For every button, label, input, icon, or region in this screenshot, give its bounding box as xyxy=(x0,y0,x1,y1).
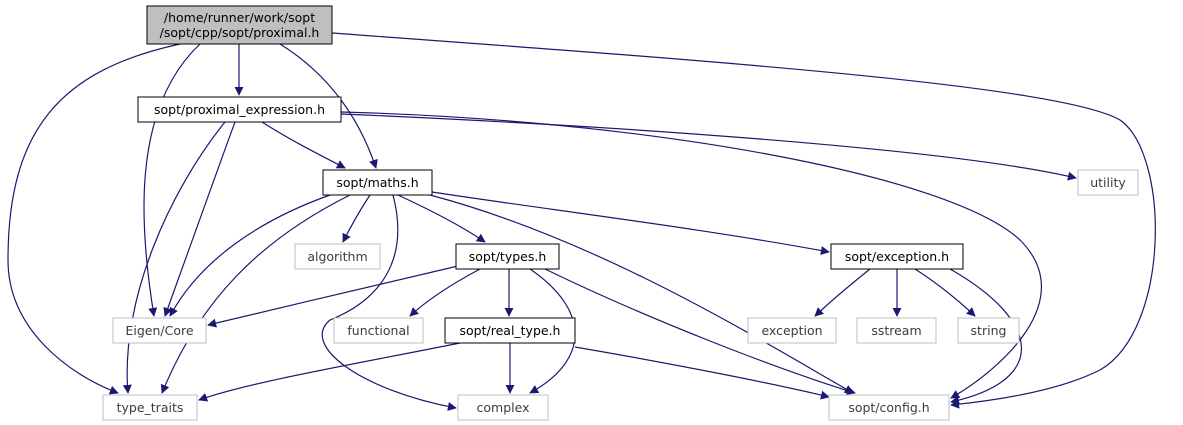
node-exception-std: exception xyxy=(747,317,837,344)
node-label: /home/runner/work/sopt xyxy=(164,10,315,25)
edge-maths-to-config xyxy=(429,194,854,394)
edge-types-to-eigen-core xyxy=(207,265,459,328)
edge-proximal-expression-to-maths xyxy=(261,121,346,169)
node-label: sopt/exception.h xyxy=(845,249,949,264)
node-box xyxy=(747,317,837,344)
node-box xyxy=(294,243,381,270)
node-label: /sopt/cpp/sopt/proximal.h xyxy=(160,25,320,40)
node-types[interactable]: sopt/types.h xyxy=(455,243,560,270)
node-label: sopt/config.h xyxy=(848,400,929,415)
node-type-traits: type_traits xyxy=(102,394,198,421)
node-complex: complex xyxy=(457,394,549,421)
edge-proximal-expression-to-eigen-core xyxy=(163,121,236,317)
node-box xyxy=(112,317,207,344)
edge-real-type-to-config xyxy=(574,346,830,400)
nodes-layer: /home/runner/work/sopt/sopt/cpp/sopt/pro… xyxy=(102,5,1139,421)
node-label: sopt/real_type.h xyxy=(460,323,561,338)
edges-layer xyxy=(7,32,1156,411)
node-sstream: sstream xyxy=(856,317,937,344)
edge-types-to-functional xyxy=(409,268,481,317)
node-box xyxy=(444,317,576,344)
node-box xyxy=(828,394,950,421)
node-box xyxy=(1077,169,1139,196)
node-functional: functional xyxy=(333,317,424,344)
edge-maths-to-eigen-core xyxy=(169,194,331,317)
edge-maths-to-type-traits xyxy=(160,194,351,394)
edge-maths-to-types xyxy=(397,194,486,243)
edge-exception-to-exception-std xyxy=(814,268,871,317)
node-algorithm: algorithm xyxy=(294,243,381,270)
node-box xyxy=(830,243,964,270)
node-real-type[interactable]: sopt/real_type.h xyxy=(444,317,576,344)
edge-exception-to-string xyxy=(914,268,976,317)
node-label: utility xyxy=(1090,175,1126,190)
node-root[interactable]: /home/runner/work/sopt/sopt/cpp/sopt/pro… xyxy=(146,5,333,45)
node-box xyxy=(146,5,333,45)
node-box xyxy=(102,394,198,421)
edge-real-type-to-type-traits xyxy=(198,342,461,402)
node-eigen-core: Eigen/Core xyxy=(112,317,207,344)
node-box xyxy=(957,317,1020,344)
node-box xyxy=(333,317,424,344)
edge-types-to-config xyxy=(544,268,856,395)
node-utility: utility xyxy=(1077,169,1139,196)
node-label: type_traits xyxy=(117,400,184,415)
node-box xyxy=(455,243,560,270)
node-box xyxy=(322,169,433,196)
node-label: exception xyxy=(761,323,822,338)
node-config: sopt/config.h xyxy=(828,394,950,421)
node-label: sopt/maths.h xyxy=(336,175,418,190)
edge-root-to-eigen-core xyxy=(143,43,201,317)
node-box xyxy=(457,394,549,421)
node-label: algorithm xyxy=(307,249,367,264)
node-label: string xyxy=(971,323,1007,338)
edge-root-to-config xyxy=(331,32,1156,409)
node-label: complex xyxy=(477,400,530,415)
node-label: sstream xyxy=(871,323,921,338)
node-label: sopt/types.h xyxy=(469,249,547,264)
node-proximal-expression[interactable]: sopt/proximal_expression.h xyxy=(137,96,342,123)
node-maths[interactable]: sopt/maths.h xyxy=(322,169,433,196)
node-label: sopt/proximal_expression.h xyxy=(154,102,325,117)
edge-maths-to-algorithm xyxy=(342,194,371,243)
node-exception[interactable]: sopt/exception.h xyxy=(830,243,964,270)
node-string: string xyxy=(957,317,1020,344)
edge-maths-to-complex xyxy=(321,194,457,411)
edge-exception-to-config xyxy=(949,268,1022,405)
node-label: Eigen/Core xyxy=(125,323,193,338)
node-box xyxy=(856,317,937,344)
edge-proximal-expression-to-utility xyxy=(340,113,1077,181)
node-box xyxy=(137,96,342,123)
node-label: functional xyxy=(347,323,409,338)
edge-root-to-type-traits xyxy=(7,43,181,395)
edge-proximal-expression-to-type-traits xyxy=(122,121,226,394)
edge-maths-to-exception xyxy=(431,191,830,255)
